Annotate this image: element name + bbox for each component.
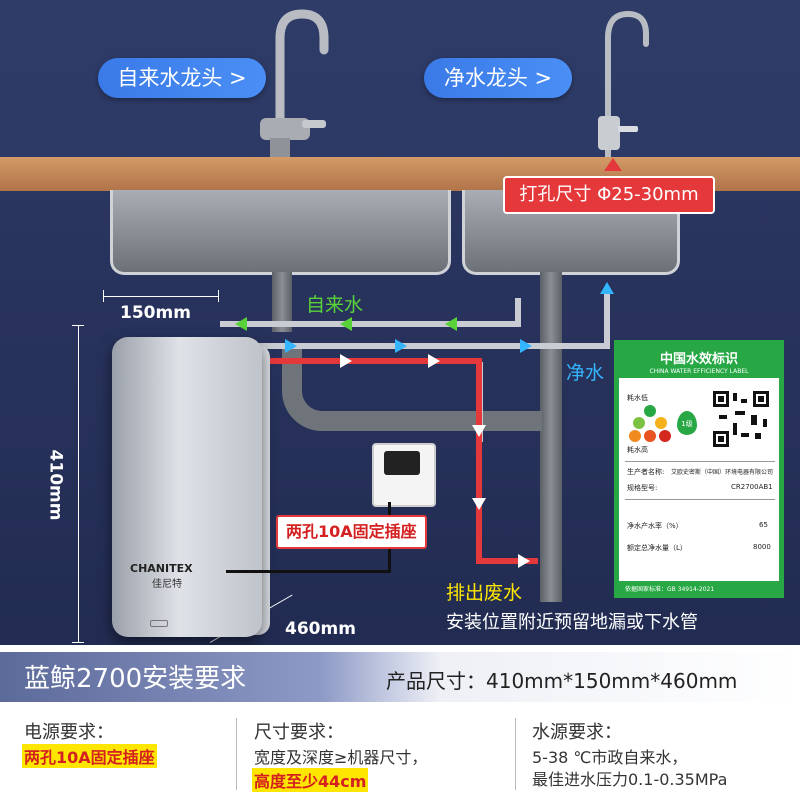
tap-faucet-label: 自来水龙头 >: [98, 58, 266, 98]
purifier-unit: CHANITEX 佳尼特: [112, 337, 262, 637]
hole-arrow-icon: [604, 158, 622, 171]
rate-value: 65: [759, 521, 768, 529]
pure-faucet-label: 净水龙头 >: [424, 58, 572, 98]
waste-down-arrow-icon: [472, 498, 486, 510]
width-dimension-line: [103, 296, 219, 297]
efficiency-title: 中国水效标识: [619, 345, 779, 368]
installation-scene: 自来水龙头 > 净水龙头 > 打孔尺寸 Φ25-30mm: [0, 0, 800, 645]
manufacturer-key: 生产者名称:: [627, 468, 665, 476]
height-dimension: 410mm: [45, 449, 66, 521]
size-highlight: 高度至少44cm: [252, 768, 369, 792]
waste-tube-bottom: [476, 558, 538, 564]
pure-flow-arrow-icon: [520, 339, 532, 353]
column-divider: [236, 718, 237, 790]
drain-pipe-left: [272, 272, 292, 332]
height-dimension-tick: [72, 325, 84, 326]
brand-cn: 佳尼特: [152, 579, 182, 590]
manufacturer-value: 艾欧史密斯（中国）环境电器有限公司: [671, 469, 774, 476]
tap-water-tube-riser: [515, 298, 521, 327]
efficiency-drops-icon: [629, 405, 671, 442]
tap-water-tube: [220, 321, 520, 327]
label-divider: [625, 499, 775, 500]
efficiency-subtitle: CHINA WATER EFFICIENCY LABEL: [619, 368, 779, 378]
waste-flow-arrow-icon: [428, 354, 440, 368]
width-dimension: 150mm: [120, 303, 191, 323]
wall-socket-icon: [372, 443, 436, 507]
page-title: 蓝鲸2700安装要求: [24, 664, 247, 694]
drain-note: 安装位置附近预留地漏或下水管: [446, 612, 698, 633]
height-dimension-line: [78, 325, 79, 643]
pure-water-tube-riser: [604, 287, 610, 349]
label-divider: [625, 461, 775, 462]
grade-badge: 1级: [677, 411, 697, 435]
sink-left: [110, 190, 451, 275]
rate-key: 净水产水率（%）: [627, 522, 683, 530]
pure-water-tube: [220, 343, 610, 349]
waste-tube-vertical: [476, 358, 482, 563]
width-dimension-tick: [103, 290, 104, 302]
pure-water-label: 净水: [566, 362, 605, 384]
water-efficiency-label: 中国水效标识 CHINA WATER EFFICIENCY LABEL 耗水低 …: [614, 340, 784, 598]
power-heading: 电源要求：: [24, 722, 114, 743]
tap-faucet-icon: [260, 9, 329, 160]
width-dimension-tick: [218, 290, 219, 302]
low-use-text: 耗水低: [627, 394, 648, 402]
waste-down-arrow-icon: [472, 425, 486, 437]
water-line2: 最佳进水压力0.1-0.35MPa: [532, 770, 728, 789]
hole-size-badge: 打孔尺寸 Φ25-30mm: [503, 176, 715, 214]
product-size: 产品尺寸：410mm*150mm*460mm: [386, 669, 738, 693]
socket-label: 两孔10A固定插座: [276, 515, 427, 549]
size-text: 宽度及深度≥机器尺寸，: [254, 748, 428, 767]
model-key: 规格型号:: [627, 484, 658, 492]
standard-footer: 依据国家标准：GB 34914-2021: [619, 581, 779, 598]
water-heading: 水源要求：: [532, 722, 622, 743]
socket-plug-icon: [384, 451, 420, 475]
model-value: CR2700AB1: [731, 483, 773, 491]
power-highlight: 两孔10A固定插座: [22, 744, 157, 768]
tap-water-label: 自来水: [306, 294, 364, 316]
pure-up-arrow-icon: [600, 282, 614, 294]
title-bar: 蓝鲸2700安装要求 产品尺寸：410mm*150mm*460mm: [0, 652, 800, 702]
volume-key: 额定总净水量（L）: [627, 544, 687, 552]
pure-flow-arrow-icon: [395, 339, 407, 353]
tap-flow-arrow-icon: [445, 317, 457, 331]
tap-flow-arrow-icon: [340, 317, 352, 331]
waste-water-label: 排出废水: [446, 582, 523, 604]
volume-value: 8000: [753, 543, 771, 551]
water-line1: 5-38 ℃市政自来水，: [532, 748, 688, 767]
depth-dimension: 460mm: [285, 619, 356, 639]
qr-code-icon: [711, 389, 771, 449]
tap-flow-arrow-icon: [235, 317, 247, 331]
size-heading: 尺寸要求：: [254, 722, 344, 743]
waste-flow-arrow-icon: [340, 354, 352, 368]
column-divider: [515, 718, 516, 790]
indicator-icon: [150, 620, 168, 627]
brand-logo: CHANITEX: [130, 562, 193, 575]
high-use-text: 耗水高: [627, 446, 648, 454]
power-cord: [226, 570, 391, 573]
pure-flow-arrow-icon: [285, 339, 297, 353]
pure-faucet-icon: [598, 10, 649, 160]
waste-flow-arrow-icon: [518, 554, 530, 568]
height-dimension-tick: [72, 642, 84, 643]
drain-pipe-main: [540, 272, 562, 602]
